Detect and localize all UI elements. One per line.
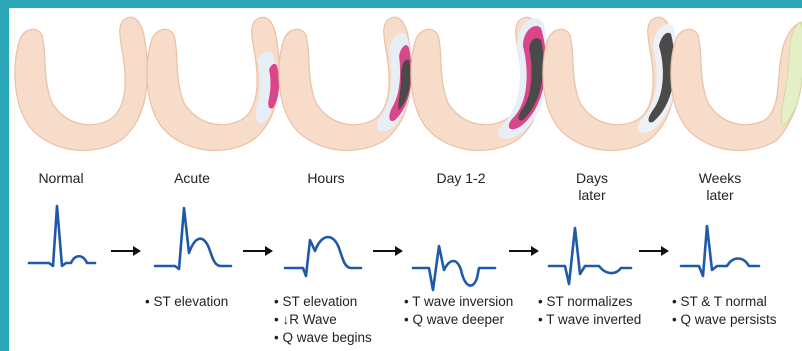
stage-label-weeks: Weeks [699, 170, 742, 186]
stage-label-weeks-later: later [706, 187, 734, 203]
ecg-traces [29, 206, 759, 290]
ecg-days-later [549, 228, 631, 284]
heart-wall-day-1-2 [411, 17, 549, 150]
days-later-bullet-2: • T wave inverted [538, 312, 641, 327]
myocardium-acute [147, 17, 280, 150]
arrow-2 [243, 246, 273, 256]
hours-bullet-3: • Q wave begins [274, 330, 372, 345]
ecg-weeks-later [681, 226, 759, 276]
diagram-canvas: Normal Acute Hours Day 1-2 Days later We… [9, 8, 802, 351]
heart-wall-hours [279, 17, 412, 150]
hours-bullet-2: • ↓R Wave [274, 312, 337, 327]
weeks-later-bullet-2: • Q wave persists [672, 312, 777, 327]
stage-label-normal: Normal [38, 170, 83, 186]
acute-bullet-1: • ST elevation [145, 294, 228, 309]
weeks-later-bullet-1: • ST & T normal [672, 294, 767, 309]
heart-wall-acute [147, 17, 280, 150]
heart-wall-normal [15, 17, 148, 150]
days-later-bullet-1: • ST normalizes [538, 294, 633, 309]
stage-label-day-1-2: Day 1-2 [436, 170, 485, 186]
stage-label-acute: Acute [174, 170, 210, 186]
stage-label-hours: Hours [307, 170, 344, 186]
day-1-2-bullet-2: • Q wave deeper [404, 312, 505, 327]
ecg-normal [29, 206, 95, 266]
myocardium-normal [15, 17, 148, 150]
ecg-day-1-2 [413, 246, 495, 290]
ecg-hours [285, 237, 361, 276]
progression-arrows [111, 246, 669, 256]
stage-label-days-later: later [578, 187, 606, 203]
ecg-acute [155, 208, 231, 269]
arrow-3 [373, 246, 403, 256]
arrow-1 [111, 246, 141, 256]
heart-sections [15, 17, 802, 150]
day-1-2-bullet-1: • T wave inversion [404, 294, 513, 309]
arrow-5 [639, 246, 669, 256]
heart-wall-days-later [543, 17, 678, 150]
hours-bullet-1: • ST elevation [274, 294, 357, 309]
stage-labels: Normal Acute Hours Day 1-2 Days later We… [38, 170, 741, 203]
stage-label-days: Days [576, 170, 608, 186]
mi-evolution-diagram: Normal Acute Hours Day 1-2 Days later We… [9, 8, 802, 351]
myocardium-weeks-later [671, 22, 802, 150]
stage-descriptions: • ST elevation • ST elevation • ↓R Wave … [145, 294, 777, 345]
arrow-4 [509, 246, 539, 256]
heart-wall-weeks-later [671, 22, 802, 150]
